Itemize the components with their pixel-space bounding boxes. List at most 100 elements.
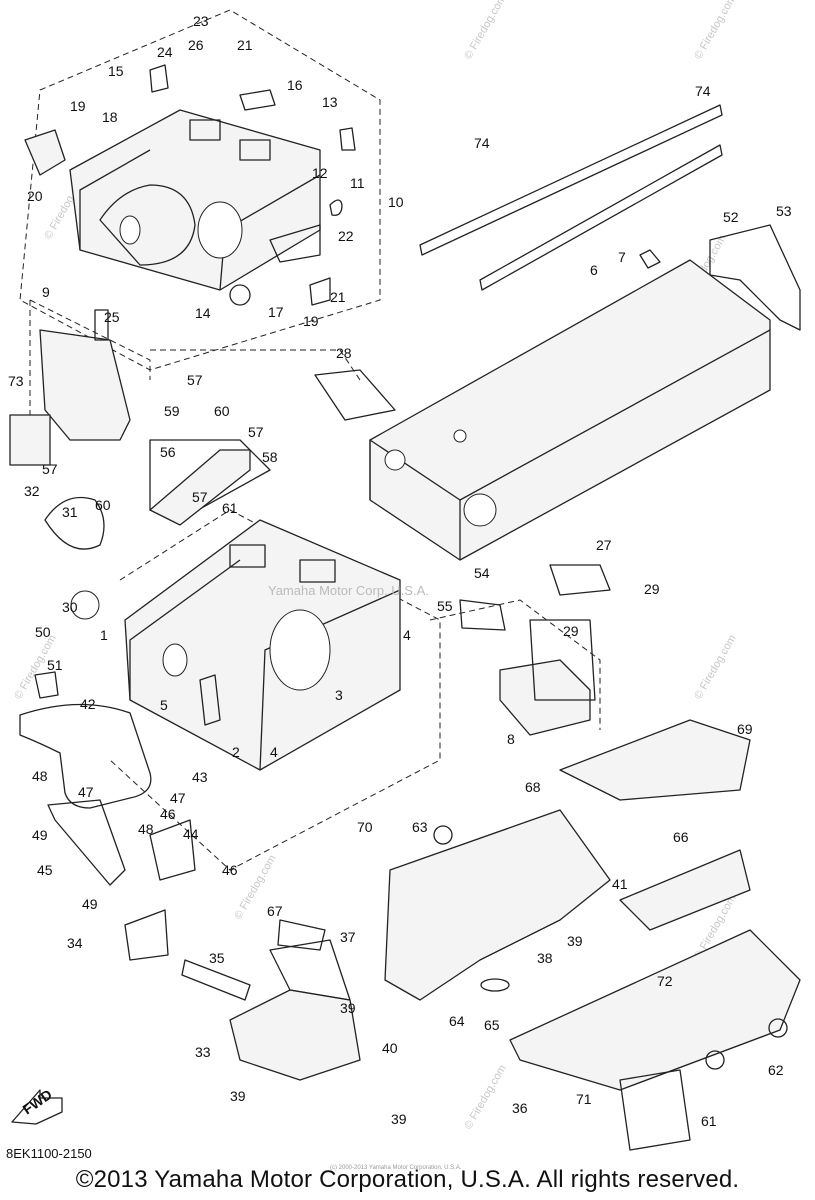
callout-12: 12 xyxy=(312,165,328,181)
callout-20: 20 xyxy=(27,188,43,204)
callout-56: 56 xyxy=(160,444,176,460)
callout-1: 1 xyxy=(100,627,108,643)
callout-38: 38 xyxy=(537,950,553,966)
callout-58: 58 xyxy=(262,449,278,465)
callout-46: 46 xyxy=(160,806,176,822)
callout-21: 21 xyxy=(330,289,346,305)
side-watermark: © Firedog.com xyxy=(692,633,739,702)
callout-49: 49 xyxy=(82,896,98,912)
front-bumper xyxy=(19,671,196,961)
callout-2: 2 xyxy=(232,744,240,760)
callout-67: 67 xyxy=(267,903,283,919)
callout-62: 62 xyxy=(768,1062,784,1078)
callout-47: 47 xyxy=(78,784,94,800)
callout-24: 24 xyxy=(157,44,173,60)
callout-74: 74 xyxy=(695,83,711,99)
callout-14: 14 xyxy=(195,305,211,321)
callout-17: 17 xyxy=(268,304,284,320)
callout-55: 55 xyxy=(437,598,453,614)
callout-54: 54 xyxy=(474,565,490,581)
tunnel xyxy=(369,104,801,561)
callout-27: 27 xyxy=(596,537,612,553)
callout-46: 46 xyxy=(222,862,238,878)
callout-29: 29 xyxy=(644,581,660,597)
callout-60: 60 xyxy=(95,497,111,513)
callout-59: 59 xyxy=(164,403,180,419)
callout-52: 52 xyxy=(723,209,739,225)
callout-26: 26 xyxy=(188,37,204,53)
callout-66: 66 xyxy=(673,829,689,845)
callout-4: 4 xyxy=(270,744,278,760)
callout-7: 7 xyxy=(618,249,626,265)
side-watermark: © Firedog.com xyxy=(462,0,509,62)
callout-68: 68 xyxy=(525,779,541,795)
callout-32: 32 xyxy=(24,483,40,499)
center-watermark: Yamaha Motor Corp. U.S.A. xyxy=(268,583,429,598)
fine-print: (c) 2000-2013 Yamaha Motor Corporation, … xyxy=(330,1165,462,1171)
callout-5: 5 xyxy=(160,697,168,713)
callout-28: 28 xyxy=(336,345,352,361)
callout-48: 48 xyxy=(32,768,48,784)
callout-35: 35 xyxy=(209,950,225,966)
callout-74: 74 xyxy=(474,135,490,151)
callout-51: 51 xyxy=(47,657,63,673)
callout-23: 23 xyxy=(193,13,209,29)
callout-11: 11 xyxy=(350,175,365,191)
callout-16: 16 xyxy=(287,77,303,93)
callout-45: 45 xyxy=(37,862,53,878)
callout-36: 36 xyxy=(512,1100,528,1116)
callout-25: 25 xyxy=(104,309,120,325)
front-brackets xyxy=(429,564,611,736)
callout-57: 57 xyxy=(192,489,208,505)
callout-60: 60 xyxy=(214,403,230,419)
callout-69: 69 xyxy=(737,721,753,737)
bellypan xyxy=(181,919,361,1081)
copyright-notice: ©2013 Yamaha Motor Corporation, U.S.A. A… xyxy=(75,1166,740,1193)
callout-49: 49 xyxy=(32,827,48,843)
diagram-code: 8EK1100-2150 xyxy=(6,1146,92,1161)
callout-70: 70 xyxy=(357,819,373,835)
callout-61: 61 xyxy=(222,500,238,516)
callout-65: 65 xyxy=(484,1017,500,1033)
lower-frame-assembly xyxy=(109,349,441,871)
callout-34: 34 xyxy=(67,935,83,951)
callout-50: 50 xyxy=(35,624,51,640)
callout-labels: 1234456789101112131415161718191920212122… xyxy=(8,13,792,1129)
callout-57: 57 xyxy=(42,461,58,477)
callout-39: 39 xyxy=(391,1111,407,1127)
side-watermark: © Firedog.com xyxy=(462,1063,509,1132)
callout-33: 33 xyxy=(195,1044,211,1060)
callout-37: 37 xyxy=(340,929,356,945)
callout-19: 19 xyxy=(303,313,319,329)
callout-57: 57 xyxy=(248,424,264,440)
callout-71: 71 xyxy=(576,1091,592,1107)
callout-63: 63 xyxy=(412,819,428,835)
svg-text:FWD: FWD xyxy=(20,1086,55,1117)
callout-9: 9 xyxy=(42,284,50,300)
callout-40: 40 xyxy=(382,1040,398,1056)
callout-41: 41 xyxy=(612,876,628,892)
upper-plates xyxy=(9,299,396,466)
callout-57: 57 xyxy=(187,372,203,388)
upper-frame-assembly xyxy=(19,9,381,371)
callout-4: 4 xyxy=(403,627,411,643)
callout-44: 44 xyxy=(183,826,199,842)
callout-10: 10 xyxy=(388,194,404,210)
callout-30: 30 xyxy=(62,599,78,615)
steering-bracket xyxy=(44,449,251,620)
callout-73: 73 xyxy=(8,373,24,389)
callout-18: 18 xyxy=(102,109,118,125)
callout-22: 22 xyxy=(338,228,354,244)
callout-43: 43 xyxy=(192,769,208,785)
callout-3: 3 xyxy=(335,687,343,703)
callout-47: 47 xyxy=(170,790,186,806)
callout-19: 19 xyxy=(70,98,86,114)
side-panels xyxy=(384,719,801,1151)
callout-61: 61 xyxy=(701,1113,717,1129)
side-watermark: © Firedog.com xyxy=(692,0,739,62)
callout-72: 72 xyxy=(657,973,673,989)
callout-31: 31 xyxy=(62,504,78,520)
callout-39: 39 xyxy=(567,933,583,949)
